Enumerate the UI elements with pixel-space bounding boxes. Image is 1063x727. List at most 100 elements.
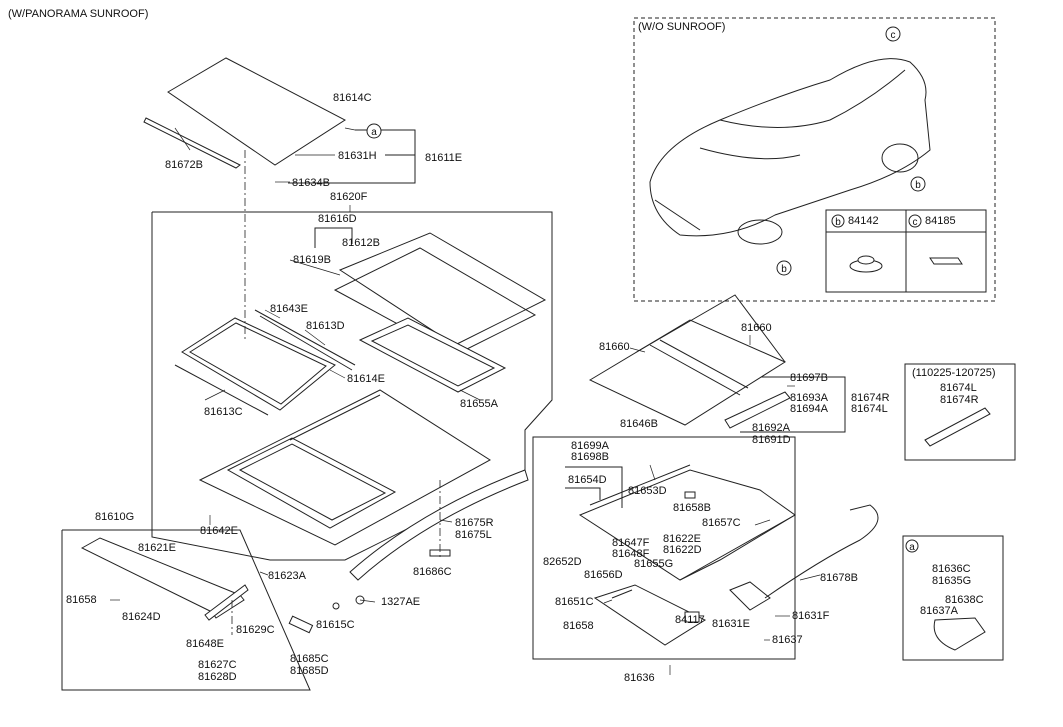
car-silhouette bbox=[649, 58, 931, 245]
part-81674R-panel: 81674R bbox=[940, 394, 979, 406]
part-81658-right: 81658 bbox=[563, 620, 594, 632]
part-81631F: 81631F bbox=[792, 610, 830, 622]
callout-c-1: c bbox=[891, 30, 896, 41]
part-81675R: 81675R bbox=[455, 517, 494, 529]
part-81610G: 81610G bbox=[95, 511, 135, 523]
part-81693A: 81693A bbox=[790, 392, 828, 404]
part-81616D: 81616D bbox=[318, 213, 357, 225]
part-81660-left: 81660 bbox=[599, 341, 630, 353]
part-81613D: 81613D bbox=[306, 320, 345, 332]
sunroof-frame-81646B bbox=[578, 469, 796, 581]
callout-a-1: a bbox=[371, 127, 377, 138]
drain-hose-81678B bbox=[764, 504, 879, 599]
part-81654D: 81654D bbox=[568, 474, 607, 486]
part-81619B: 81619B bbox=[293, 254, 331, 266]
part-81672B: 81672B bbox=[165, 159, 203, 171]
callout-b-2: b bbox=[781, 264, 787, 275]
part-81660-right: 81660 bbox=[741, 322, 772, 334]
callout-c-circle-1 bbox=[885, 26, 901, 42]
part-81646B: 81646B bbox=[620, 418, 658, 430]
part-81613C: 81613C bbox=[204, 406, 243, 418]
part-81629C: 81629C bbox=[236, 624, 275, 636]
part-1327AE: 1327AE bbox=[381, 596, 421, 608]
part-81628D: 81628D bbox=[198, 671, 237, 683]
part-82652D: 82652D bbox=[543, 556, 582, 568]
part-81658B: 81658B bbox=[673, 502, 711, 514]
callout-c-circle-2 bbox=[908, 214, 922, 228]
front-panel-81651C bbox=[593, 584, 707, 646]
part-81692A: 81692A bbox=[752, 422, 790, 434]
date-range-panel bbox=[904, 363, 1016, 461]
part-81698B: 81698B bbox=[571, 451, 609, 463]
part-81636: 81636 bbox=[624, 672, 655, 684]
part-81614C: 81614C bbox=[333, 92, 372, 104]
part-81631E: 81631E bbox=[712, 618, 750, 630]
part-81612B: 81612B bbox=[342, 237, 380, 249]
sunroof-glass-81612B bbox=[338, 232, 547, 346]
callout-b-circle-3 bbox=[831, 214, 845, 228]
part-81648F: 81648F bbox=[612, 548, 650, 560]
callout-a-circle-2 bbox=[905, 539, 919, 553]
part-81622D: 81622D bbox=[663, 544, 702, 556]
roof-glass-deflector bbox=[143, 117, 241, 169]
part-81651C: 81651C bbox=[555, 596, 594, 608]
motor-81631E bbox=[729, 581, 771, 611]
part-81675L: 81675L bbox=[455, 529, 492, 541]
part-81642E: 81642E bbox=[200, 525, 238, 537]
part-81697B: 81697B bbox=[790, 372, 828, 384]
callout-b-circle-1 bbox=[910, 176, 926, 192]
part-81691D: 81691D bbox=[752, 434, 791, 446]
part-81627C: 81627C bbox=[198, 659, 237, 671]
legend-c-part: 84185 bbox=[925, 215, 956, 227]
legend-a-part-2: 81635G bbox=[932, 575, 972, 587]
part-81615C: 81615C bbox=[316, 619, 355, 631]
part-81655A: 81655A bbox=[460, 398, 498, 410]
callout-a-2: a bbox=[909, 542, 915, 553]
rail-81674L bbox=[924, 407, 991, 447]
part-81621E: 81621E bbox=[138, 542, 176, 554]
clip-81638C-icon bbox=[933, 617, 986, 651]
part-84117: 84117 bbox=[675, 614, 705, 626]
side-rail-81675R bbox=[349, 469, 529, 581]
bracket-81646B bbox=[532, 436, 796, 660]
part-81685D: 81685D bbox=[290, 665, 329, 677]
detail-a-panel bbox=[902, 535, 1004, 661]
part-81631H: 81631H bbox=[338, 150, 377, 162]
part-81699A: 81699A bbox=[571, 440, 609, 452]
part-81643E: 81643E bbox=[270, 303, 308, 315]
part-81674L: 81674L bbox=[851, 403, 888, 415]
part-81623A: 81623A bbox=[268, 570, 306, 582]
legend-a-part-1: 81636C bbox=[932, 563, 971, 575]
callout-b-1: b bbox=[915, 180, 921, 191]
part-81657C: 81657C bbox=[702, 517, 741, 529]
part-81648E: 81648E bbox=[186, 638, 224, 650]
part-81655G: 81655G bbox=[634, 558, 674, 570]
part-81634B: 81634B bbox=[292, 177, 330, 189]
bracket-81610G bbox=[61, 529, 311, 691]
part-81674R: 81674R bbox=[851, 392, 890, 404]
callout-b-circle-2 bbox=[776, 260, 792, 276]
part-81678B: 81678B bbox=[820, 572, 858, 584]
part-81656D: 81656D bbox=[584, 569, 623, 581]
part-81624D: 81624D bbox=[122, 611, 161, 623]
header-date-range: (110225-120725) bbox=[912, 367, 996, 379]
header-no-sunroof: (W/O SUNROOF) bbox=[638, 21, 726, 33]
legend-a-part-3: 81638C bbox=[945, 594, 984, 606]
header-panorama: (W/PANORAMA SUNROOF) bbox=[8, 8, 149, 20]
part-81653D: 81653D bbox=[628, 485, 667, 497]
roof-glass-panel bbox=[167, 57, 346, 166]
part-81674L-panel: 81674L bbox=[940, 382, 977, 394]
legend-b-part: 84142 bbox=[848, 215, 879, 227]
callout-c-2: c bbox=[913, 217, 918, 228]
part-81658-left: 81658 bbox=[66, 594, 97, 606]
part-81637: 81637 bbox=[772, 634, 803, 646]
part-81622E: 81622E bbox=[663, 533, 701, 545]
part-81694A: 81694A bbox=[790, 403, 828, 415]
rail-81693A bbox=[724, 391, 791, 429]
part-81614E: 81614E bbox=[347, 373, 385, 385]
legend-a-part-4: 81637A bbox=[920, 605, 958, 617]
pad-84185-icon bbox=[929, 257, 963, 265]
callout-a-circle-1 bbox=[366, 123, 382, 139]
part-81620F: 81620F bbox=[330, 191, 368, 203]
